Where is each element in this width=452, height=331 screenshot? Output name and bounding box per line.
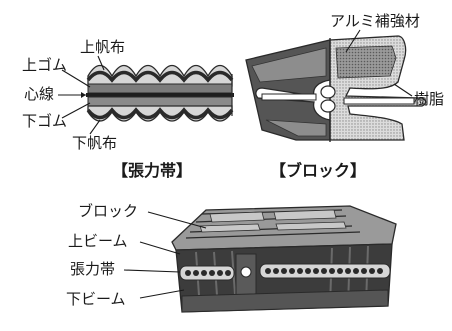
label-tension-band: 張力帯 (70, 260, 115, 278)
belt-assembly-3d (171, 205, 397, 313)
tension-band-labels: 上帆布 上ゴム 心線 下ゴム 下帆布 【張力帯】 (22, 38, 192, 180)
label-lower-beam: 下ビーム (66, 290, 126, 308)
label-upper-canvas: 上帆布 (80, 38, 125, 56)
upper-canvas-layer (87, 64, 233, 87)
label-resin: 樹脂 (414, 90, 444, 108)
upper-rubber-layer (87, 83, 233, 94)
label-upper-beam: 上ビーム (68, 232, 128, 250)
block-labels: アルミ補強材 樹脂 【ブロック】 (270, 12, 444, 180)
label-lower-canvas: 下帆布 (72, 134, 117, 152)
caption-tension-band: 【張力帯】 (112, 161, 192, 180)
assembly-labels: ブロック 上ビーム 張力帯 下ビーム (66, 202, 207, 308)
core-wire-layer (86, 93, 234, 97)
label-upper-rubber: 上ゴム (22, 56, 67, 74)
caption-block: 【ブロック】 (270, 161, 366, 180)
upper-rubber-lobes (86, 70, 234, 83)
lower-rubber-layer (87, 96, 233, 107)
label-block: ブロック (78, 202, 138, 220)
label-aluminum-reinforcement: アルミ補強材 (330, 12, 420, 30)
label-lower-rubber: 下ゴム (22, 112, 67, 130)
label-core-wire: 心線 (24, 85, 54, 103)
tension-band-cross-section (86, 64, 234, 122)
lower-rubber-lobes (86, 107, 234, 120)
block-cross-section (245, 35, 427, 142)
